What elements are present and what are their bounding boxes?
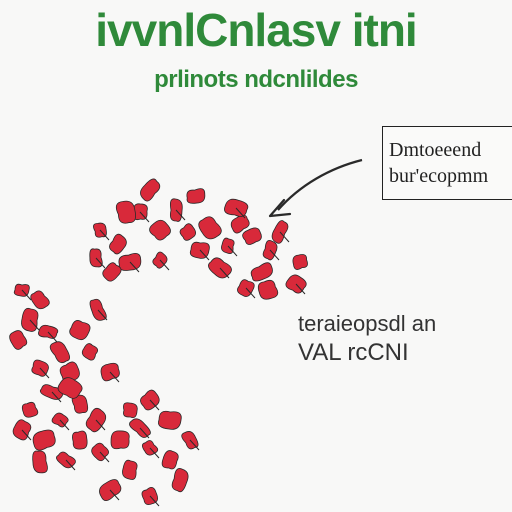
- chain-bond: [199, 249, 210, 261]
- chain-bead: [109, 233, 127, 255]
- chain-bead: [81, 343, 99, 361]
- chain-bead: [57, 377, 83, 399]
- chain-bond: [21, 289, 32, 301]
- chain-bead: [242, 227, 262, 245]
- chain-bond: [97, 309, 108, 321]
- chain-bead: [100, 362, 120, 382]
- chain-bead: [9, 330, 28, 350]
- chain-bead: [115, 200, 137, 224]
- chain-bead: [250, 262, 273, 282]
- chain-bond: [51, 391, 62, 403]
- chain-bond: [235, 207, 246, 219]
- chain-bond: [99, 229, 110, 241]
- chain-bead: [21, 401, 39, 418]
- chain-bond: [29, 319, 40, 331]
- chain-bond: [189, 439, 200, 451]
- chain-bead: [69, 320, 91, 341]
- chain-bond: [39, 367, 50, 379]
- chain-bond: [99, 451, 110, 463]
- curved-arrow-icon: [277, 158, 363, 211]
- chain-bead: [89, 248, 103, 268]
- chain-bead: [38, 324, 59, 339]
- chain-bead: [72, 430, 88, 450]
- chain-bead: [118, 253, 142, 271]
- chain-bond: [47, 331, 58, 343]
- side-label-line-1: teraieopsdl an: [298, 311, 437, 336]
- arrow-head-icon: [268, 198, 292, 218]
- chain-bead: [140, 178, 161, 202]
- chain-bond: [95, 257, 106, 269]
- chain-bond: [139, 427, 150, 439]
- chain-bond: [227, 245, 238, 257]
- chain-bond: [109, 371, 120, 383]
- chain-bond: [295, 283, 306, 295]
- chain-bead: [30, 290, 50, 310]
- chain-bond: [175, 209, 186, 221]
- chain-bond: [219, 267, 230, 279]
- chain-bead: [122, 459, 138, 480]
- chain-bond: [149, 447, 160, 459]
- chain-bead: [158, 410, 182, 430]
- chain-bond: [159, 259, 170, 271]
- chain-bond: [269, 249, 280, 261]
- page-title: ivvnlCnlasv itni: [95, 4, 417, 56]
- page-subtitle: prlinots ndcnlildes: [154, 66, 358, 93]
- chain-bond: [65, 459, 76, 471]
- chain-bead: [32, 429, 56, 451]
- chain-bond: [279, 231, 290, 243]
- chain-bead: [89, 298, 107, 321]
- chain-bond: [149, 495, 160, 507]
- callout-line-2: bur'ecopmm: [389, 165, 489, 187]
- chain-bead: [171, 468, 189, 493]
- chain-bead: [49, 341, 71, 364]
- chain-bond: [129, 261, 140, 273]
- chain-bead: [21, 307, 39, 332]
- chain-bead: [102, 262, 122, 282]
- chain-bead: [186, 188, 206, 204]
- chain-bond: [109, 489, 120, 501]
- molecular-chain: [9, 178, 308, 507]
- chain-bead: [224, 198, 249, 217]
- chain-bond: [95, 419, 106, 431]
- chain-bead: [99, 479, 122, 502]
- chain-bond: [139, 211, 150, 223]
- side-label-line-2: VAL rcCNI: [298, 339, 409, 366]
- chain-bond: [245, 287, 256, 299]
- chain-bead: [271, 220, 289, 244]
- chain-bead: [56, 451, 76, 469]
- chain-bead: [198, 216, 222, 240]
- chain-bead: [257, 279, 279, 300]
- chain-bead: [123, 402, 138, 418]
- chain-bead: [161, 450, 179, 470]
- chain-bead: [91, 442, 109, 462]
- chain-bead: [110, 430, 130, 450]
- side-label: teraieopsdl an VAL rcCNI: [298, 310, 498, 368]
- chain-bond: [149, 399, 160, 411]
- callout-box: Dmtoeeend bur'ecopmm: [382, 126, 512, 200]
- chain-bead: [32, 450, 48, 474]
- chain-bead: [149, 219, 171, 241]
- chain-bead: [39, 384, 64, 400]
- chain-bond: [59, 419, 70, 431]
- callout-line-1: Dmtoeeend: [389, 139, 482, 161]
- chain-bead: [179, 223, 197, 241]
- chain-bond: [21, 429, 32, 441]
- chain-bead: [292, 254, 308, 270]
- chain-bead: [208, 257, 232, 279]
